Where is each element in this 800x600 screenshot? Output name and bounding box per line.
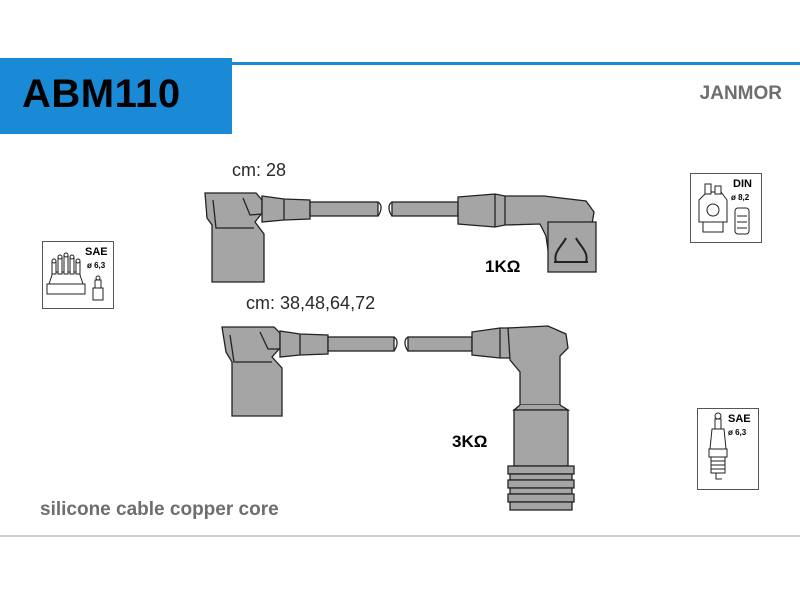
cable-2-right-ferrule — [471, 327, 513, 359]
left-connector-box: SAE ø 6,3 — [42, 241, 114, 309]
spark-plug-icon — [708, 412, 728, 480]
left-connector-standard: SAE — [85, 246, 108, 258]
ignition-coil-icon — [698, 183, 750, 235]
header-divider — [232, 62, 800, 65]
cable-2-resistance: 3KΩ — [452, 432, 488, 451]
cable-2-wire-left — [327, 336, 395, 352]
brand-name: JANMOR — [699, 83, 782, 104]
cable-1-wire-left — [309, 201, 379, 217]
right-bottom-connector-standard: SAE — [728, 413, 751, 425]
cable-2-right-boot — [507, 325, 569, 406]
right-bottom-connector-diameter: ø 6,3 — [728, 428, 747, 437]
right-top-connector-diameter: ø 8,2 — [731, 193, 750, 202]
right-top-connector-box: DIN ø 8,2 — [690, 173, 762, 243]
cable-1-resistance: 1KΩ — [485, 257, 521, 276]
footer-description: silicone cable copper core — [40, 499, 279, 520]
distributor-cap-icon — [46, 252, 104, 301]
cable-2-left-ferrule — [279, 330, 329, 358]
cable-2-wire-right — [407, 336, 473, 352]
header-code-band — [0, 58, 232, 134]
cable-1-wire-right — [391, 201, 459, 217]
footer-divider — [0, 535, 800, 537]
cable-1 — [204, 192, 597, 283]
cable-2-length: cm: 38,48,64,72 — [246, 293, 376, 313]
cable-2-left-boot — [221, 326, 283, 417]
cable-1-left-boot — [204, 192, 265, 283]
cable-1-length: cm: 28 — [232, 160, 287, 180]
product-code: ABM110 — [22, 72, 181, 116]
left-connector-diameter: ø 6,3 — [87, 261, 106, 270]
cable-1-left-ferrule — [261, 195, 311, 223]
right-top-connector-standard: DIN — [733, 178, 752, 190]
right-bottom-connector-box: SAE ø 6,3 — [697, 408, 759, 490]
cable-2-ribbed-end — [507, 465, 575, 475]
cable-2 — [221, 325, 575, 511]
